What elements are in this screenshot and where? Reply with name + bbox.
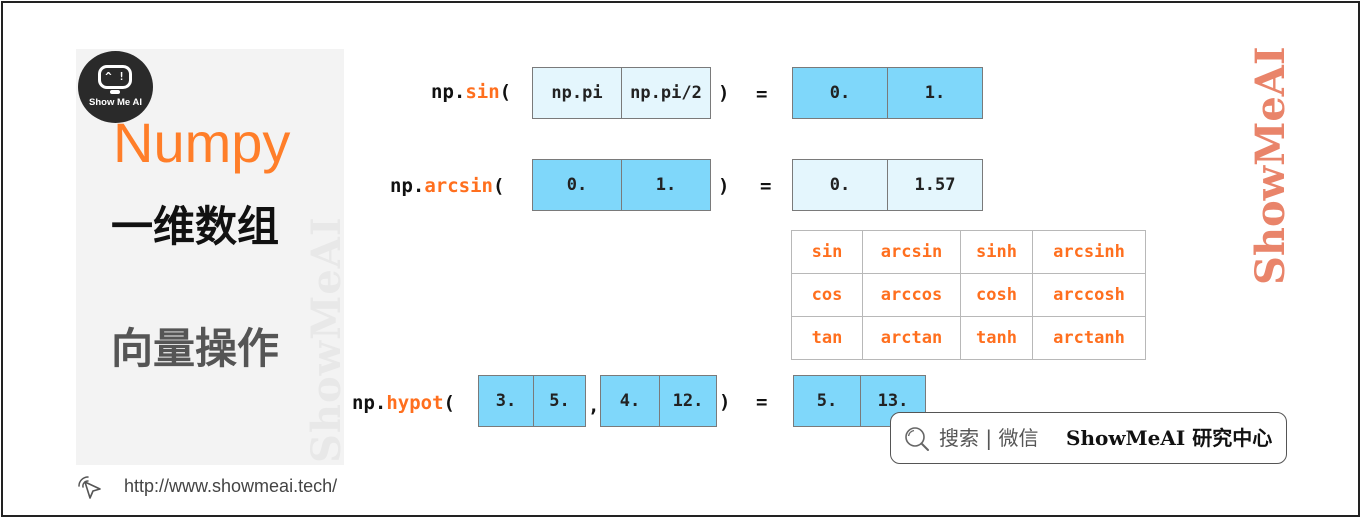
table-cell: tan <box>791 316 863 360</box>
hypot-a-cell-2: 5. <box>533 375 586 427</box>
table-row: sin arcsin sinh arcsinh <box>791 230 1146 274</box>
right-watermark: ShowMeAI <box>1247 46 1294 285</box>
arcsin-arg-cell-1: 0. <box>532 159 622 211</box>
hypot-function-label: np.hypot( <box>352 388 455 418</box>
title-numpy: Numpy <box>113 111 291 174</box>
equals-sign: = <box>756 83 768 105</box>
website-link[interactable]: http://www.showmeai.tech/ <box>124 476 338 496</box>
hypot-a-cell-1: 3. <box>478 375 534 427</box>
table-cell: arccosh <box>1032 273 1146 317</box>
table-cell: sinh <box>960 230 1033 274</box>
table-cell: sin <box>791 230 863 274</box>
comma-separator: , <box>588 395 600 417</box>
sin-function-label: np.sin( <box>431 77 511 107</box>
np-prefix: np. <box>352 392 387 414</box>
sin-result-cell-2: 1. <box>887 67 983 119</box>
close-paren: ) <box>719 391 731 413</box>
table-cell: cos <box>791 273 863 317</box>
table-cell: arctanh <box>1032 316 1146 360</box>
logo-text: Show Me AI <box>89 97 142 108</box>
func-name-hypot: hypot <box>386 392 444 414</box>
sin-result-cell-1: 0. <box>792 67 888 119</box>
arcsin-function-label: np.arcsin( <box>390 171 504 201</box>
wechat-search-box: 搜索 | 微信 ShowMeAI 研究中心 <box>890 412 1287 464</box>
search-brand: ShowMeAI 研究中心 <box>1066 426 1273 450</box>
hypot-result-cell-1: 5. <box>793 375 861 427</box>
open-paren: ( <box>443 392 455 414</box>
table-row: cos arccos cosh arccosh <box>791 273 1146 317</box>
sin-arg-cell-2: np.pi/2 <box>621 67 711 119</box>
close-paren: ) <box>718 82 730 104</box>
robot-face-icon: ^ ! <box>98 65 132 94</box>
np-prefix: np. <box>390 175 425 197</box>
arcsin-arg-cell-2: 1. <box>621 159 711 211</box>
search-label: 搜索 | 微信 <box>939 426 1039 450</box>
table-cell: arcsin <box>862 230 961 274</box>
search-icon <box>905 427 929 451</box>
table-cell: tanh <box>960 316 1033 360</box>
table-row: tan arctan tanh arctanh <box>791 316 1146 360</box>
hypot-b-cell-1: 4. <box>600 375 660 427</box>
open-paren: ( <box>492 175 505 197</box>
func-name-sin: sin <box>465 81 500 103</box>
cursor-click-icon <box>78 476 101 499</box>
sin-arg-cell-1: np.pi <box>532 67 622 119</box>
arcsin-result-cell-1: 0. <box>792 159 888 211</box>
table-cell: arcsinh <box>1032 230 1146 274</box>
arcsin-result-cell-2: 1.57 <box>887 159 983 211</box>
table-cell: cosh <box>960 273 1033 317</box>
equals-sign: = <box>756 391 768 413</box>
showmeai-logo: ^ ! Show Me AI <box>78 51 153 123</box>
table-cell: arccos <box>862 273 961 317</box>
left-watermark: ShowMeAI <box>303 216 350 463</box>
table-cell: arctan <box>862 316 961 360</box>
title-one-dim-array: 一维数组 <box>111 202 280 251</box>
np-prefix: np. <box>431 81 466 103</box>
open-paren: ( <box>499 81 512 103</box>
func-name-arcsin: arcsin <box>424 175 493 197</box>
equals-sign: = <box>760 175 772 197</box>
close-paren: ) <box>718 175 730 197</box>
hypot-b-cell-2: 12. <box>659 375 717 427</box>
trig-function-table: sin arcsin sinh arcsinh cos arccos cosh … <box>791 230 1146 360</box>
title-vector-ops: 向量操作 <box>111 324 280 373</box>
